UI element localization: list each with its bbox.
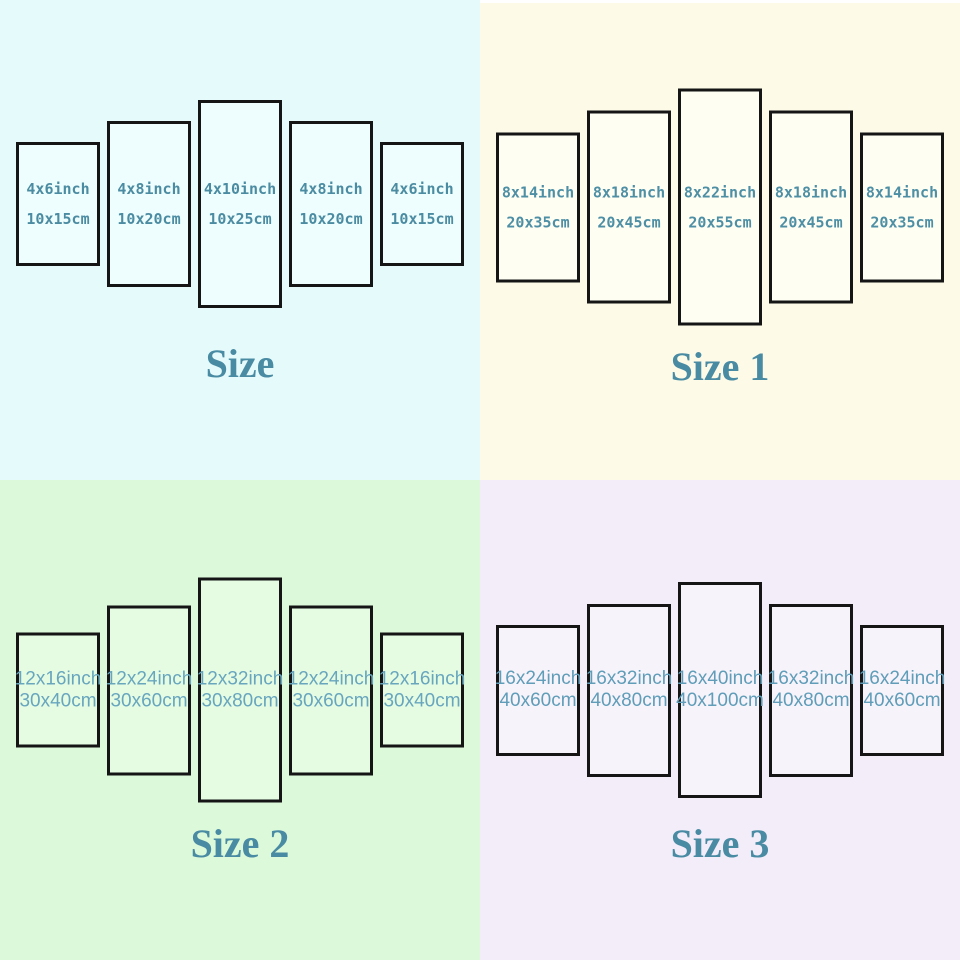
panel-size-label: 8x18inch 20x45cm xyxy=(593,177,665,237)
panel-size-cm: 10x15cm xyxy=(26,210,90,228)
panel-size-inch: 8x18inch xyxy=(592,183,666,201)
panel-size-inch: 4x8inch xyxy=(299,180,363,198)
panel-row: 8x14inch 20x35cm 8x18inch 20x45cm 8x22in… xyxy=(480,88,960,326)
panel-size-inch: 8x14inch xyxy=(865,183,939,201)
panel: 16x40inch 40x100cm xyxy=(676,582,764,798)
panel-size-cm: 20x55cm xyxy=(688,213,752,231)
panel-size-label: 4x6inch 10x15cm xyxy=(390,174,453,234)
panel-size-label: 12x32inch 30x80cm xyxy=(197,668,284,712)
panel-size-cm: 40x80cm xyxy=(772,690,850,711)
panel: 12x24inch 30x60cm xyxy=(288,605,375,775)
panel: 16x24inch 40x60cm xyxy=(859,624,946,756)
panel: 12x16inch 30x40cm xyxy=(379,632,466,748)
quadrant-title: Size 1 xyxy=(670,344,770,389)
panel-size-label: 4x10inch 10x25cm xyxy=(204,174,276,234)
panel-size-cm: 10x20cm xyxy=(117,210,181,228)
panel: 16x32inch 40x80cm xyxy=(768,603,855,777)
panel: 16x32inch 40x80cm xyxy=(586,603,673,777)
panel-size-cm: 20x45cm xyxy=(779,213,843,231)
panel-row: 4x6inch 10x15cm 4x8inch 10x20cm 4x10inch… xyxy=(0,100,480,308)
panel-size-label: 8x14inch 20x35cm xyxy=(866,177,938,237)
panel-size-inch: 8x22inch xyxy=(683,183,757,201)
panel: 16x24inch 40x60cm xyxy=(495,624,582,756)
panel-size-inch: 16x32inch xyxy=(585,668,673,689)
panel: 8x14inch 20x35cm xyxy=(496,132,580,282)
panel-size-cm: 30x80cm xyxy=(201,690,279,711)
panel-size-cm: 30x60cm xyxy=(110,690,188,711)
panel-size-cm: 10x25cm xyxy=(208,210,272,228)
panel: 12x16inch 30x40cm xyxy=(15,632,102,748)
panel-size-inch: 16x24inch xyxy=(494,668,582,689)
panel-size-label: 4x8inch 10x20cm xyxy=(117,174,180,234)
panel: 4x10inch 10x25cm xyxy=(198,100,282,308)
quadrant-title: Size 3 xyxy=(670,821,770,866)
panel-size-cm: 20x35cm xyxy=(506,213,570,231)
panel-size-inch: 16x40inch xyxy=(676,668,764,689)
panel: 4x6inch 10x15cm xyxy=(16,142,100,266)
panel: 8x22inch 20x55cm xyxy=(678,88,762,326)
panel-size-cm: 30x60cm xyxy=(292,690,370,711)
panel-size-label: 12x24inch 30x60cm xyxy=(288,668,375,712)
panel-size-label: 12x24inch 30x60cm xyxy=(106,668,193,712)
panel-size-inch: 8x14inch xyxy=(501,183,575,201)
quadrant-title: Size 2 xyxy=(190,821,290,866)
panel-size-inch: 4x10inch xyxy=(203,180,277,198)
panel-size-label: 8x14inch 20x35cm xyxy=(502,177,574,237)
panel-size-cm: 10x15cm xyxy=(390,210,454,228)
panel-size-cm: 30x40cm xyxy=(19,690,97,711)
panel-size-inch: 12x32inch xyxy=(196,668,284,689)
panel: 8x18inch 20x45cm xyxy=(587,110,671,304)
quadrant-title: Size xyxy=(205,341,275,386)
panel-size-label: 8x18inch 20x45cm xyxy=(775,177,847,237)
panel-size-label: 12x16inch 30x40cm xyxy=(379,668,466,712)
size-chart-size-2: 12x16inch 30x40cm 12x24inch 30x60cm 12x3… xyxy=(0,480,480,960)
panel-size-inch: 4x6inch xyxy=(26,180,90,198)
panel-size-label: 4x8inch 10x20cm xyxy=(299,174,362,234)
panel-size-inch: 4x6inch xyxy=(390,180,454,198)
panel: 8x18inch 20x45cm xyxy=(769,110,853,304)
panel-size-inch: 4x8inch xyxy=(117,180,181,198)
panel: 4x8inch 10x20cm xyxy=(107,121,191,287)
panel-size-inch: 16x32inch xyxy=(767,668,855,689)
panel-size-label: 12x16inch 30x40cm xyxy=(15,668,102,712)
panel-size-label: 16x32inch 40x80cm xyxy=(768,668,855,712)
panel-size-label: 16x24inch 40x60cm xyxy=(495,668,582,712)
panel: 4x6inch 10x15cm xyxy=(380,142,464,266)
panel-size-cm: 10x20cm xyxy=(299,210,363,228)
panel-size-label: 4x6inch 10x15cm xyxy=(26,174,89,234)
panel-size-inch: 12x16inch xyxy=(14,668,102,689)
panel-size-cm: 20x35cm xyxy=(870,213,934,231)
panel-size-inch: 12x24inch xyxy=(105,668,193,689)
size-chart-size-1: 8x14inch 20x35cm 8x18inch 20x45cm 8x22in… xyxy=(480,0,960,480)
panel-size-cm: 40x100cm xyxy=(676,690,764,711)
panel-size-cm: 20x45cm xyxy=(597,213,661,231)
panel-size-label: 16x24inch 40x60cm xyxy=(859,668,946,712)
panel: 8x14inch 20x35cm xyxy=(860,132,944,282)
panel-size-label: 16x40inch 40x100cm xyxy=(676,668,764,712)
panel-size-inch: 12x24inch xyxy=(287,668,375,689)
panel-size-cm: 40x80cm xyxy=(590,690,668,711)
panel: 12x24inch 30x60cm xyxy=(106,605,193,775)
panel-size-inch: 8x18inch xyxy=(774,183,848,201)
panel-size-cm: 40x60cm xyxy=(499,690,577,711)
panel-size-cm: 40x60cm xyxy=(863,690,941,711)
panel-size-inch: 12x16inch xyxy=(378,668,466,689)
size-chart-size: 4x6inch 10x15cm 4x8inch 10x20cm 4x10inch… xyxy=(0,0,480,480)
panel-size-label: 16x32inch 40x80cm xyxy=(586,668,673,712)
panel-size-label: 8x22inch 20x55cm xyxy=(684,177,756,237)
panel-size-inch: 16x24inch xyxy=(858,668,946,689)
panel: 4x8inch 10x20cm xyxy=(289,121,373,287)
panel: 12x32inch 30x80cm xyxy=(197,577,284,803)
panel-row: 16x24inch 40x60cm 16x32inch 40x80cm 16x4… xyxy=(480,582,960,798)
panel-size-cm: 30x40cm xyxy=(383,690,461,711)
panel-row: 12x16inch 30x40cm 12x24inch 30x60cm 12x3… xyxy=(0,577,480,803)
size-chart-size-3: 16x24inch 40x60cm 16x32inch 40x80cm 16x4… xyxy=(480,480,960,960)
